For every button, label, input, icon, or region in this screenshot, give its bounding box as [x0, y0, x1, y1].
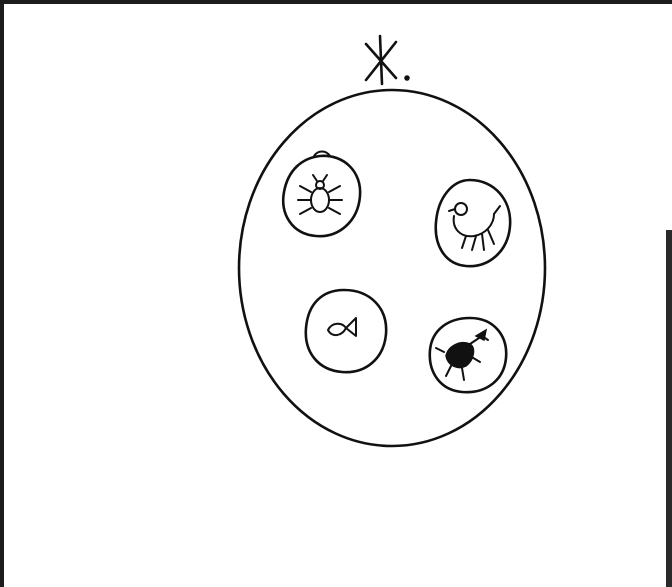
bug-icon — [283, 152, 360, 237]
turtle-icon — [430, 318, 506, 392]
dot-mark — [405, 76, 409, 80]
fish-icon — [306, 290, 386, 372]
asterisk-mark — [366, 36, 409, 84]
bird-icon — [436, 180, 510, 266]
outer-oval — [239, 90, 545, 446]
